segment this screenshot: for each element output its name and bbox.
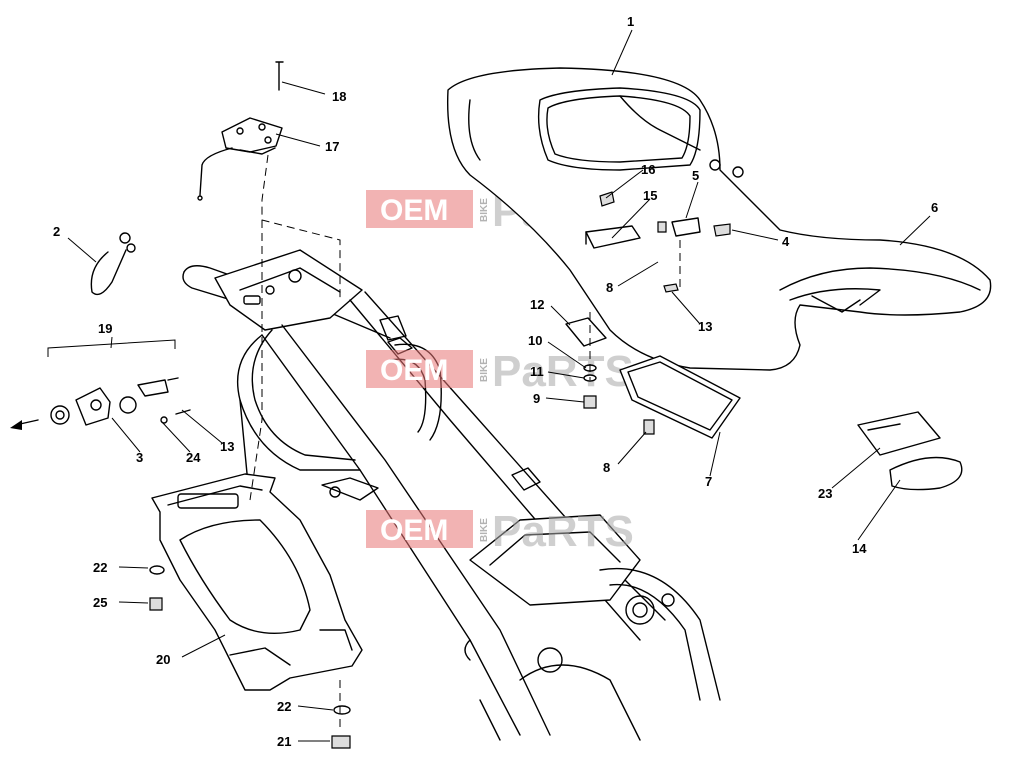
svg-text:OEM: OEM — [380, 354, 448, 387]
callout-6: 6 — [931, 200, 938, 215]
undertray — [151, 473, 363, 691]
callout-4: 4 — [782, 234, 790, 249]
callout-16: 16 — [641, 162, 655, 177]
callout-17: 17 — [325, 139, 339, 154]
callout-9: 9 — [533, 391, 540, 406]
seat-hardware — [149, 159, 963, 749]
callout-13b: 13 — [220, 439, 234, 454]
callout-3: 3 — [136, 450, 143, 465]
callout-8b: 8 — [603, 460, 610, 475]
watermark-bottom: OEM BIKE PaRTS — [366, 507, 634, 556]
callout-24: 24 — [186, 450, 201, 465]
callout-22b: 22 — [277, 699, 291, 714]
seat-cable-loop — [90, 232, 136, 296]
svg-text:PaRTS: PaRTS — [492, 347, 634, 396]
callout-21: 21 — [277, 734, 291, 749]
callout-7: 7 — [705, 474, 712, 489]
svg-text:OEM: OEM — [380, 194, 448, 227]
callout-22a: 22 — [93, 560, 107, 575]
svg-text:BIKE: BIKE — [479, 198, 490, 222]
callout-13a: 13 — [698, 319, 712, 334]
leader-lines — [67, 29, 931, 742]
callout-labels: 1 2 3 4 5 6 7 8 8 9 10 11 12 13 13 14 15… — [53, 14, 938, 749]
callout-25: 25 — [93, 595, 107, 610]
callout-23: 23 — [818, 486, 832, 501]
callout-5: 5 — [692, 168, 699, 183]
svg-text:BIKE: BIKE — [479, 358, 490, 382]
seat-base-plate — [619, 355, 741, 439]
callout-15: 15 — [643, 188, 657, 203]
svg-text:BIKE: BIKE — [479, 518, 490, 542]
svg-text:PaRTS: PaRTS — [492, 507, 634, 556]
seat-assembly — [446, 67, 992, 371]
callout-11: 11 — [530, 364, 544, 379]
callout-12: 12 — [530, 297, 544, 312]
callout-14: 14 — [852, 541, 867, 556]
callout-19: 19 — [98, 321, 112, 336]
callout-18: 18 — [332, 89, 346, 104]
seat-lock-cable — [197, 61, 341, 501]
callout-8a: 8 — [606, 280, 613, 295]
lock-assembly — [10, 336, 191, 430]
svg-text:OEM: OEM — [380, 514, 448, 547]
callout-20: 20 — [156, 652, 170, 667]
watermark-middle: OEM BIKE PaRTS — [366, 347, 634, 396]
callout-1: 1 — [627, 14, 634, 29]
callout-2: 2 — [53, 224, 60, 239]
callout-10: 10 — [528, 333, 542, 348]
